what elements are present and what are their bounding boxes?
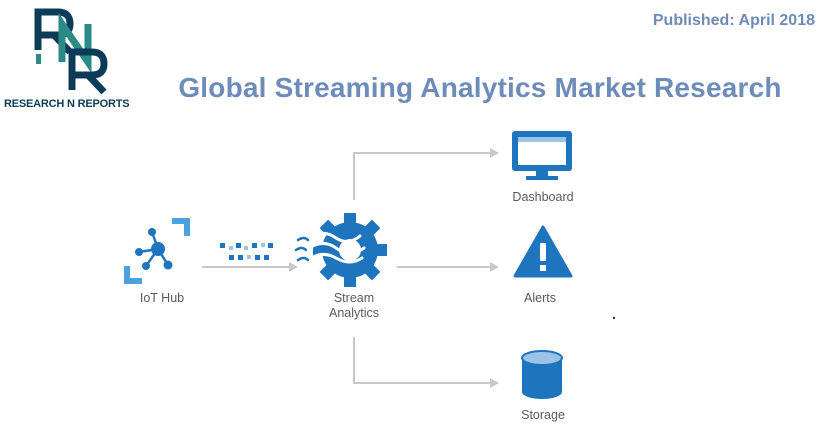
logo-letter-r-bottom — [68, 48, 108, 95]
stream-analytics-label-line2: Analytics — [328, 306, 380, 320]
connector-sa-to-storage — [353, 337, 490, 384]
alerts-label: Alerts — [524, 291, 556, 305]
arrowhead-sa-to-storage — [490, 378, 499, 388]
logo-accent — [36, 54, 41, 64]
iot-hub-icon — [124, 218, 190, 284]
iot-hub-label: IoT Hub — [139, 291, 185, 305]
stream-analytics-label: Stream Analytics — [304, 291, 404, 321]
connectors — [202, 148, 499, 388]
published-date: Published: April 2018 — [652, 12, 815, 29]
data-stream-dots-icon — [220, 243, 273, 260]
stray-dot — [612, 316, 616, 320]
logo-letter-n — [58, 12, 92, 74]
connector-sa-to-dashboard — [353, 152, 490, 200]
page-title: Global Streaming Analytics Market Resear… — [178, 72, 782, 103]
monitor-icon — [512, 131, 572, 180]
storage-label: Storage — [521, 408, 565, 422]
dashboard-label: Dashboard — [512, 190, 574, 204]
logo-text: RESEARCH N REPORTS — [4, 98, 130, 110]
arrowhead-iot-to-sa — [289, 262, 298, 272]
logo — [0, 0, 145, 115]
gear-wave-icon — [294, 213, 387, 287]
arrowhead-sa-to-dashboard — [490, 148, 499, 158]
database-cylinder-icon — [521, 350, 563, 399]
warning-triangle-icon — [513, 225, 573, 278]
stream-analytics-label-line1: Stream — [333, 291, 375, 305]
arrowhead-sa-to-alerts — [490, 262, 499, 272]
logo-mark — [34, 8, 108, 95]
